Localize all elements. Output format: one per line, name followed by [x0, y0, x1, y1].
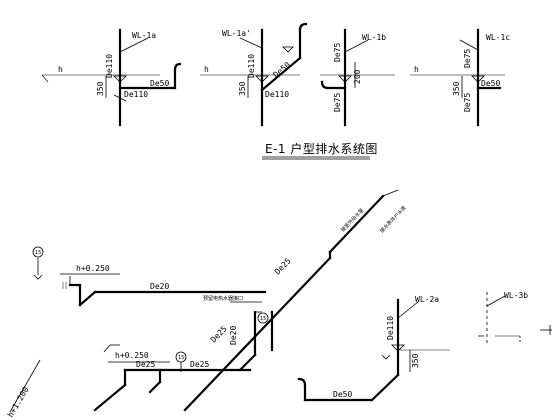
riser-label: WL-1a'	[222, 29, 251, 38]
level-lower-tick	[103, 344, 111, 353]
branch-size: De50	[272, 60, 293, 79]
fixture-tag-1-text: 15	[35, 250, 41, 256]
floor-drain-icon	[255, 75, 269, 83]
low-size: De110	[124, 90, 148, 99]
riser-leader	[486, 295, 506, 307]
low-size: De75	[333, 93, 342, 112]
pipe-diag-2: De25	[209, 324, 229, 344]
trap	[298, 22, 308, 32]
floor-tick	[41, 74, 49, 83]
dim-value: 200	[353, 69, 362, 84]
floor-drain-icon	[113, 75, 127, 83]
riser-label: WL-2a	[415, 295, 439, 304]
riser-leader	[397, 301, 419, 319]
riser-label: WL-1a	[132, 31, 156, 40]
cleanout-icon	[381, 354, 391, 360]
supply-system: 接室外给水管 接水表井户水表 De25 De25 De20 h+0.250 15…	[6, 189, 408, 419]
riser-size: De75	[463, 49, 472, 68]
branch-size: De50	[150, 79, 169, 88]
fixture-tag-1	[32, 246, 44, 258]
pipe-lower-3: De20	[229, 326, 238, 345]
floor-drain-icon	[471, 75, 485, 83]
level-side: h+1.200	[6, 385, 31, 419]
riser-leader	[344, 39, 369, 53]
riser-label: WL-1b	[362, 33, 386, 42]
branch-pipe	[260, 56, 302, 92]
cleanout-mark	[113, 94, 127, 102]
floor-drain-icon	[338, 75, 352, 83]
riser-leader	[239, 37, 263, 49]
heater-diag	[238, 353, 257, 372]
floor-drain-icon	[282, 46, 294, 53]
level-label: h	[414, 65, 419, 74]
dim-value: 350	[238, 81, 247, 96]
level-upper: h+0.250	[76, 264, 110, 273]
unit-wl-1b: WL-1b De75 200 De75	[320, 28, 395, 127]
riser-size: De110	[105, 54, 114, 78]
drain-wl-2a: WL-2a De110 350 De50	[297, 295, 450, 402]
pipe-diag-1: De25	[273, 256, 293, 276]
diagram-title-group: E-1 户型排水系统图	[262, 141, 378, 160]
heater-note: 预留电热水器接口	[203, 295, 243, 302]
riser-leader	[459, 39, 479, 51]
trunk-upper	[328, 194, 385, 254]
dim-value: 350	[411, 353, 420, 368]
level-lower: h+0.250	[115, 351, 149, 360]
faucet-icon	[33, 274, 43, 280]
unit-wl-1c: h WL-1c De75 De50 De75 350	[410, 28, 510, 127]
pipe-upper: De20	[150, 282, 169, 291]
branch-upper-kink	[78, 290, 97, 307]
fixture-tag-2-text: 15	[178, 355, 184, 361]
unit-wl-1a: h WL-1a De110 De50 De110 350	[41, 28, 182, 127]
fixture-tag-3	[257, 312, 269, 324]
diagram-title: E-1 户型排水系统图	[265, 141, 378, 156]
unit-wl-1a-prime: h WL-1a' De110 De50 De110 350	[200, 22, 308, 127]
branch-lower-stub-diag	[148, 380, 162, 394]
branch-size: De50	[481, 79, 500, 88]
riser-label: WL-3b	[504, 291, 528, 300]
branch-diag	[370, 373, 400, 402]
riser-size: De110	[247, 54, 256, 78]
riser-leader	[119, 37, 149, 53]
dim-value: 350	[452, 81, 461, 96]
branch-size: De50	[333, 390, 352, 399]
trap	[320, 80, 330, 90]
roof-leader	[382, 189, 399, 197]
trunk-lower	[183, 256, 332, 412]
pipe-lower-2: De25	[190, 360, 209, 369]
floor-drain-icon	[391, 344, 405, 352]
drain-wl-3b: WL-3b	[478, 291, 552, 345]
branch-lower-diag	[93, 383, 127, 412]
low-size: De75	[463, 93, 472, 112]
pipe-lower-1: De25	[136, 360, 155, 369]
level-label: h	[58, 65, 63, 74]
level-label: h	[204, 65, 209, 74]
low-size: De110	[265, 90, 289, 99]
dim-value: 350	[96, 81, 105, 96]
riser-size: De110	[386, 316, 395, 340]
fixture-tag-3-text: 15	[260, 316, 266, 322]
trap	[173, 62, 182, 72]
level-side-line	[9, 359, 41, 413]
trap	[297, 377, 307, 387]
riser-label: WL-1c	[486, 33, 510, 42]
riser-size: De75	[333, 43, 342, 62]
note-right: 接水表井户水表	[378, 204, 407, 234]
